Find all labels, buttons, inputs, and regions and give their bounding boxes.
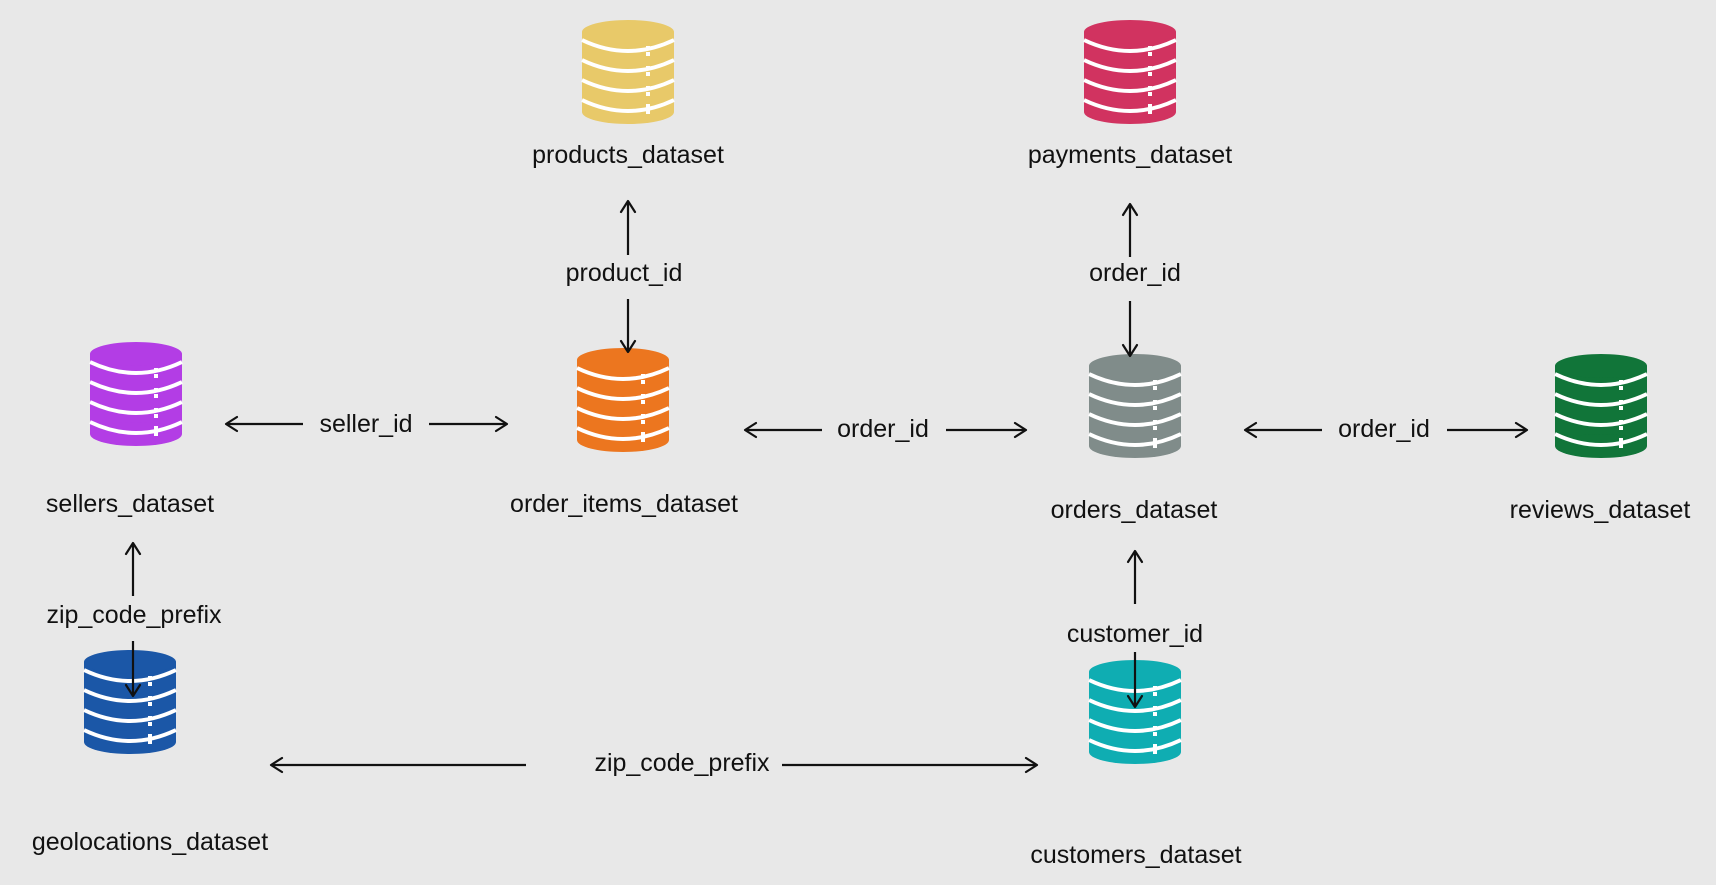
arrow-right-to-reviews bbox=[1447, 421, 1529, 439]
arrow-left-to-sellers bbox=[224, 415, 303, 433]
relation-label-product-id: product_id bbox=[566, 259, 683, 287]
arrow-right-to-orders bbox=[946, 421, 1028, 439]
relation-label-items-order-id: order_id bbox=[837, 415, 929, 443]
payments-database-icon bbox=[1083, 20, 1177, 124]
products-dataset-label: products_dataset bbox=[532, 141, 724, 169]
arrow-left-to-geolocations bbox=[269, 756, 526, 774]
orders-dataset-label: orders_dataset bbox=[1051, 496, 1218, 524]
arrow-up-to-sellers bbox=[124, 541, 142, 596]
relation-label-payments-order-id: order_id bbox=[1089, 259, 1181, 287]
products-database-icon bbox=[581, 20, 675, 124]
order-items-dataset-label: order_items_dataset bbox=[510, 490, 738, 518]
orders-database-icon bbox=[1088, 354, 1182, 458]
reviews-database-icon bbox=[1554, 354, 1648, 458]
relation-label-sellers-zip-code-prefix: zip_code_prefix bbox=[46, 601, 222, 629]
arrow-up-to-payments bbox=[1121, 202, 1139, 257]
sellers-dataset-label: sellers_dataset bbox=[46, 490, 214, 518]
reviews-dataset-label: reviews_dataset bbox=[1510, 496, 1691, 524]
arrow-right-to-customers bbox=[782, 756, 1039, 774]
arrow-left-to-orders bbox=[1243, 421, 1322, 439]
order-items-database-icon bbox=[576, 348, 670, 452]
relation-label-reviews-order-id: order_id bbox=[1338, 415, 1430, 443]
payments-dataset-label: payments_dataset bbox=[1028, 141, 1232, 169]
arrow-down-to-geolocations bbox=[124, 641, 142, 698]
geolocations-dataset-label: geolocations_dataset bbox=[32, 828, 268, 856]
customers-database-icon bbox=[1088, 660, 1182, 764]
arrow-left-to-order-items bbox=[743, 421, 822, 439]
geolocations-database-icon bbox=[83, 650, 177, 754]
arrow-down-to-order-items bbox=[619, 299, 637, 354]
arrow-right-to-order-items bbox=[429, 415, 509, 433]
sellers-database-icon bbox=[89, 342, 183, 446]
arrow-up-to-orders bbox=[1126, 549, 1144, 604]
relation-label-customer-id: customer_id bbox=[1067, 620, 1203, 648]
customers-dataset-label: customers_dataset bbox=[1030, 841, 1241, 869]
relation-label-geo-zip-code-prefix: zip_code_prefix bbox=[594, 749, 770, 777]
arrow-down-to-orders bbox=[1121, 301, 1139, 358]
relation-label-seller-id: seller_id bbox=[319, 410, 412, 438]
arrow-down-to-customers bbox=[1126, 652, 1144, 709]
arrow-up-to-products bbox=[619, 199, 637, 255]
